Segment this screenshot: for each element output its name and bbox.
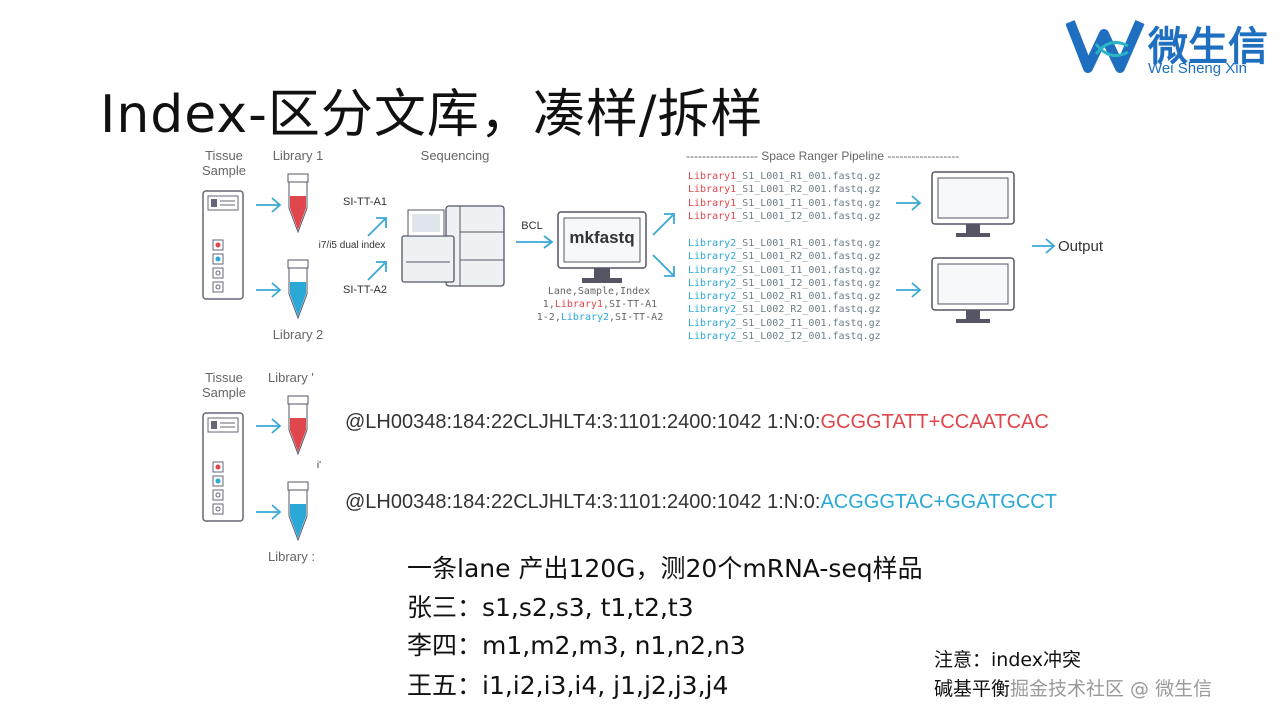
logo-subtitle: Wei Sheng Xin — [1148, 60, 1247, 77]
bcl-label: BCL — [521, 220, 543, 232]
red-tube-icon — [287, 395, 309, 456]
mkfastq-monitor-icon — [557, 211, 647, 283]
arrow-diagonal-icon — [652, 213, 675, 236]
file-item: Library2_S1_L002_I1_001.fastq.gz — [688, 317, 881, 329]
arrow-right-icon — [896, 195, 922, 211]
library-top-label-2: Library ' — [268, 370, 314, 385]
sequencer-icon — [401, 205, 505, 287]
arrow-right-icon — [256, 197, 282, 213]
page-title: Index-区分文库，凑样/拆样 — [100, 85, 764, 145]
mkfastq-label: mkfastq — [569, 228, 635, 247]
dual-index-fragment: i' — [316, 460, 322, 471]
computer-monitor-icon — [931, 257, 1015, 323]
arrow-diagonal-icon — [367, 261, 387, 281]
file-item: Library2_S1_L001_R1_001.fastq.gz — [688, 238, 881, 249]
file-item: Library2_S1_L001_I1_001.fastq.gz — [688, 264, 881, 276]
body-line-3: 李四：m1,m2,m3, n1,n2,n3 — [407, 631, 746, 660]
file-item: Library1_S1_L001_R1_001.fastq.gz — [688, 171, 881, 182]
arrow-right-icon — [896, 282, 922, 298]
watermark: 掘金技术社区 @ 微生信 — [1010, 678, 1213, 700]
tissue-slide-icon — [202, 190, 244, 300]
computer-monitor-icon — [931, 171, 1015, 237]
file-item: Library1_S1_L001_I2_001.fastq.gz — [688, 210, 881, 222]
read-header-1: @LH00348:184:22CLJHLT4:3:1101:2400:1042 … — [345, 411, 1049, 433]
file-item: Library2_S1_L002_R1_001.fastq.gz — [688, 291, 881, 303]
output-label: Output — [1058, 238, 1104, 255]
samplesheet-header: Lane,Sample,Index — [547, 286, 651, 297]
file-item: Library2_S1_L001_I2_001.fastq.gz — [688, 277, 881, 289]
logo-w-icon — [1066, 20, 1145, 73]
tissue-sample-label: Tissue Sample — [201, 148, 247, 178]
read-header-2: @LH00348:184:22CLJHLT4:3:1101:2400:1042 … — [345, 491, 1057, 513]
body-line-1: 一条lane 产出120G，测20个mRNA-seq样品 — [407, 554, 923, 583]
arrow-diagonal-icon — [367, 217, 387, 237]
tissue-slide-icon — [202, 412, 244, 522]
file-item: Library2_S1_L002_I2_001.fastq.gz — [688, 331, 881, 343]
body-line-2: 张三：s1,s2,s3, t1,t2,t3 — [407, 593, 694, 622]
library1-label: Library 1 — [272, 148, 324, 163]
lib2-file-list: Library2_S1_L001_R1_001.fastq.gz Library… — [688, 237, 881, 343]
si-a1-label: SI-TT-A1 — [342, 196, 387, 208]
file-item: Library2_S1_L001_R2_001.fastq.gz — [688, 251, 881, 263]
pipeline-title: ------------------ Space Ranger Pipeline… — [686, 149, 960, 163]
note-base-balance: 碱基平衡 — [934, 678, 1011, 700]
blue-tube-icon — [287, 259, 309, 320]
samplesheet-row-1: 1,Library1,SI-TT-A1 — [542, 299, 658, 310]
file-item: Library1_S1_L001_I1_001.fastq.gz — [688, 197, 881, 209]
body-line-4: 王五：i1,i2,i3,i4, j1,j2,j3,j4 — [407, 671, 729, 700]
sequencing-label: Sequencing — [420, 148, 490, 163]
arrow-right-icon — [256, 418, 282, 434]
lib1-file-list: Library1_S1_L001_R1_001.fastq.gz Library… — [688, 170, 881, 223]
arrow-right-icon — [256, 282, 282, 298]
dual-index-label: i7/i5 dual index — [318, 240, 386, 251]
library2-label: Library 2 — [272, 327, 324, 342]
file-item: Library1_S1_L001_R2_001.fastq.gz — [688, 184, 881, 196]
arrow-right-icon — [1032, 238, 1056, 254]
red-tube-icon — [287, 173, 309, 234]
si-a2-label: SI-TT-A2 — [342, 284, 387, 296]
file-item: Library2_S1_L002_R2_001.fastq.gz — [688, 304, 881, 316]
arrow-diagonal-down-icon — [652, 254, 675, 277]
arrow-right-icon — [256, 504, 282, 520]
tissue-sample-label-2: Tissue Sample — [201, 370, 247, 400]
arrow-right-icon — [516, 235, 554, 249]
blue-tube-icon — [287, 481, 309, 542]
samplesheet-row-2: 1-2,Library2,SI-TT-A2 — [536, 312, 664, 323]
library-bottom-label-2: Library : — [268, 549, 315, 564]
logo-brand: 微生信 — [1148, 24, 1268, 70]
note-index-conflict: 注意：index冲突 — [934, 649, 1081, 671]
